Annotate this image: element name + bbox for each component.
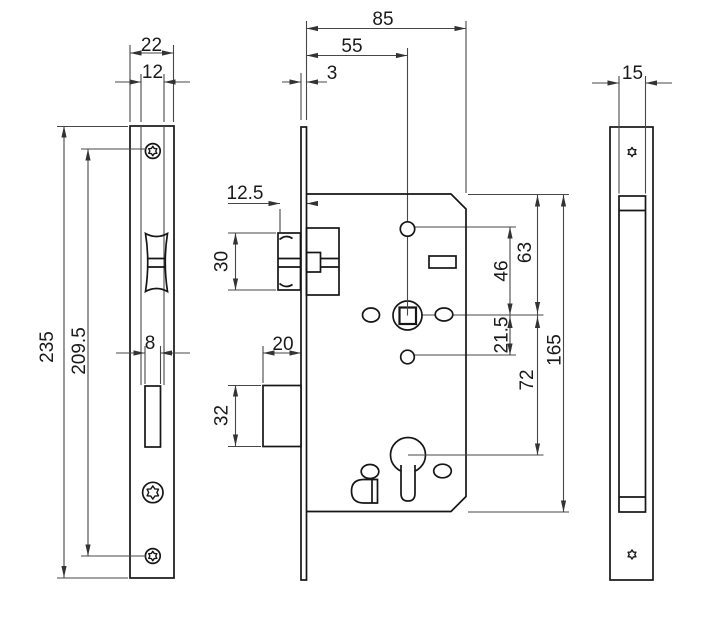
- dim-label-21-5: 21.5: [492, 317, 513, 354]
- dim-label-20: 20: [272, 334, 293, 355]
- torx-screw-icon: [628, 148, 636, 157]
- case-edge-bars: [619, 209, 646, 498]
- dim-label-3: 3: [327, 63, 338, 84]
- latch-bolt-side-lines: [278, 257, 301, 268]
- dimension-209-5: 209.5: [69, 148, 146, 557]
- dim-label-22: 22: [141, 35, 162, 56]
- dimension-85: 85: [306, 9, 466, 32]
- torx-screw-icon: [628, 550, 636, 559]
- front-plate-inner-edges: [140, 126, 165, 385]
- dimension-15: 15: [592, 63, 672, 86]
- dim-label-85: 85: [372, 9, 393, 30]
- dim-label-46: 46: [492, 260, 513, 281]
- front-plate-outline: [129, 125, 175, 579]
- dim-label-12-5: 12.5: [227, 183, 264, 204]
- mounting-hole-top: [399, 220, 416, 238]
- latch-housing: [305, 227, 340, 296]
- latch-tail: [305, 251, 322, 273]
- dimensions-front-faceplate: 22 12 235 209.5 8: [37, 35, 190, 579]
- dimension-12: 12: [115, 62, 190, 122]
- fixing-hole-right: [434, 307, 454, 322]
- latch-bolt-front: [144, 231, 169, 294]
- deadbolt-slot: [144, 385, 162, 448]
- dimension-72: 72: [517, 315, 541, 455]
- latch-bevel-arcs: [278, 235, 293, 288]
- dim-label-72: 72: [517, 369, 538, 390]
- dimension-12-5: 12.5: [227, 183, 318, 232]
- dimension-46: 46: [492, 227, 513, 315]
- dimension-165: 165: [545, 195, 567, 512]
- dim-label-165: 165: [545, 334, 566, 366]
- dim-label-12: 12: [142, 62, 163, 83]
- view-side-faceplate: 15: [592, 63, 672, 581]
- dimension-63: 63: [515, 195, 541, 315]
- dimensions-lock-body: 85 55 3 12.5 30: [212, 9, 569, 513]
- dim-label-30: 30: [212, 251, 233, 272]
- dim-label-235: 235: [37, 331, 58, 363]
- side-extension-lines: [618, 76, 647, 194]
- dimension-55: 55: [306, 36, 408, 59]
- stop-slot: [428, 255, 457, 269]
- dimension-8: 8: [116, 333, 190, 384]
- view-lock-body-side: [262, 126, 544, 581]
- latch-tail-lines: [320, 257, 339, 268]
- dim-label-32: 32: [212, 405, 233, 426]
- cylinder-retainer: [350, 478, 379, 504]
- deadbolt-side: [262, 384, 302, 448]
- latch-bolt-side: [277, 232, 302, 291]
- fixing-hole-cylinder-left: [360, 463, 380, 480]
- dim-label-8: 8: [145, 333, 156, 354]
- latch-bolt-front-lines: [147, 257, 166, 268]
- dim-label-209-5: 209.5: [69, 327, 90, 375]
- mounting-hole-lower: [399, 349, 416, 365]
- case-edge-profile: [618, 195, 647, 513]
- dimension-32: 32: [212, 384, 261, 448]
- view-front-faceplate: [129, 125, 175, 579]
- extension-lines-top: [300, 21, 467, 222]
- dimension-235: 235: [37, 125, 128, 579]
- dim-label-55: 55: [341, 36, 362, 57]
- dim-label-63: 63: [515, 242, 536, 263]
- dimension-20: 20: [262, 334, 301, 383]
- lock-case-outline: [306, 193, 467, 513]
- dimension-21-5: 21.5: [492, 315, 513, 355]
- fixing-hole-left: [361, 307, 381, 323]
- dimension-30: 30: [212, 232, 276, 291]
- dim-label-15: 15: [622, 63, 643, 84]
- faceplate-edge: [300, 126, 308, 581]
- dimension-3: 3: [282, 63, 337, 85]
- euro-cylinder-slot: [400, 465, 416, 502]
- side-plate-outline: [609, 126, 654, 581]
- fixing-hole-cylinder-right: [432, 463, 453, 479]
